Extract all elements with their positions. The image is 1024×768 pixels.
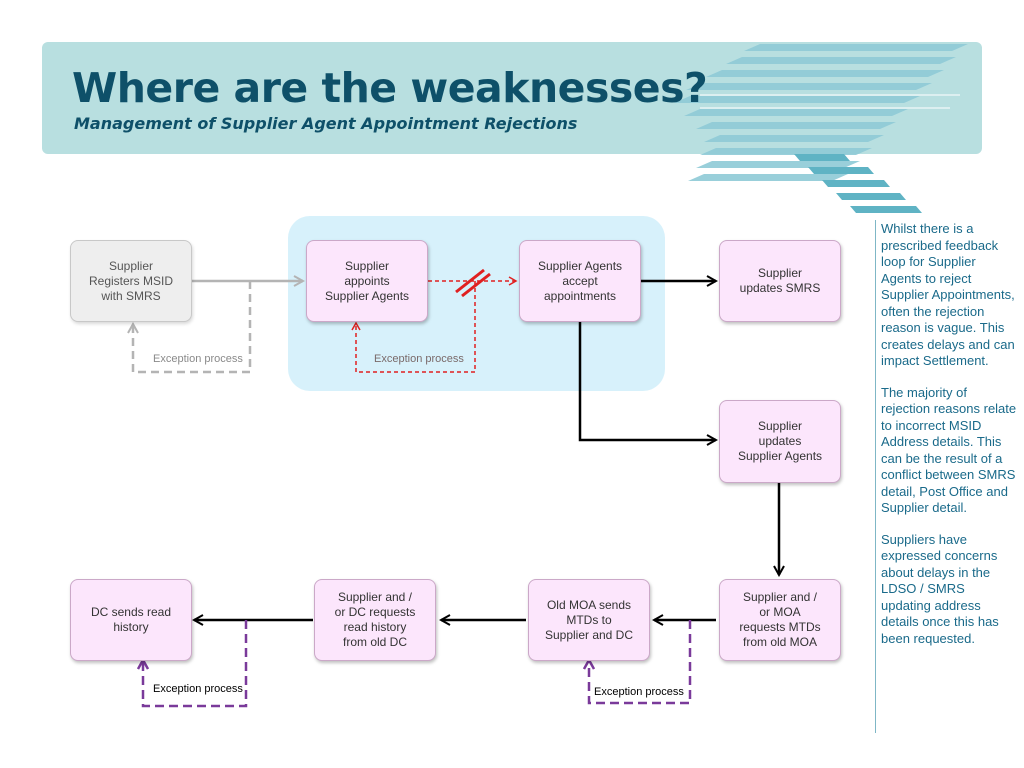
blocked-mark xyxy=(455,268,491,298)
purple-exception-loop-left xyxy=(143,620,248,708)
box-label: Supplier Agents accept appointments xyxy=(537,258,623,303)
box-label: Supplier and / or DC requests read histo… xyxy=(334,590,416,649)
arrow-accept-to-agents xyxy=(578,321,716,440)
box-label: Supplier Registers MSID with SMRS xyxy=(88,258,174,303)
box-label: Supplier updates SMRS xyxy=(739,266,821,295)
page-subtitle: Management of Supplier Agent Appointment… xyxy=(74,114,578,133)
note-paragraph-3: Suppliers have expressed concerns about … xyxy=(881,531,999,646)
box-label: Supplier updates Supplier Agents xyxy=(737,419,823,463)
box-sends-mtds: Old MOA sends MTDs to Supplier and DC xyxy=(528,579,650,661)
box-updates-smrs: Supplier updates SMRS xyxy=(719,240,841,322)
box-label: Supplier appoints Supplier Agents xyxy=(324,258,410,303)
box-supplier-appoints: Supplier appoints Supplier Agents xyxy=(306,240,428,322)
red-exception-loop xyxy=(351,281,476,373)
grey-exception-loop xyxy=(133,281,252,374)
note-paragraph-1: Whilst there is a prescribed feedback lo… xyxy=(881,221,1015,368)
exception-label-purple-right: Exception process xyxy=(594,686,684,698)
exception-label-grey: Exception process xyxy=(153,353,243,365)
box-requests-mtds: Supplier and / or MOA requests MTDs from… xyxy=(719,579,841,661)
box-sends-history: DC sends read history xyxy=(70,579,192,661)
page-title: Where are the weaknesses? xyxy=(72,64,708,112)
box-agents-accept: Supplier Agents accept appointments xyxy=(519,240,641,322)
box-label: Supplier and / or MOA requests MTDs from… xyxy=(739,590,821,649)
exception-label-red: Exception process xyxy=(374,353,464,365)
exception-label-purple-left: Exception process xyxy=(153,683,243,695)
notes-divider xyxy=(875,220,876,733)
box-label: Old MOA sends MTDs to Supplier and DC xyxy=(544,597,634,642)
decorative-stripes xyxy=(674,44,968,213)
box-requests-history: Supplier and / or DC requests read histo… xyxy=(314,579,436,661)
box-updates-agents: Supplier updates Supplier Agents xyxy=(719,400,841,483)
note-paragraph-2: The majority of rejection reasons relate… xyxy=(881,384,1017,516)
purple-exception-loop-right xyxy=(589,620,692,705)
box-label: DC sends read history xyxy=(90,605,172,634)
notes-panel: Whilst there is a prescribed feedback lo… xyxy=(881,221,1017,662)
box-supplier-registers: Supplier Registers MSID with SMRS xyxy=(70,240,192,322)
